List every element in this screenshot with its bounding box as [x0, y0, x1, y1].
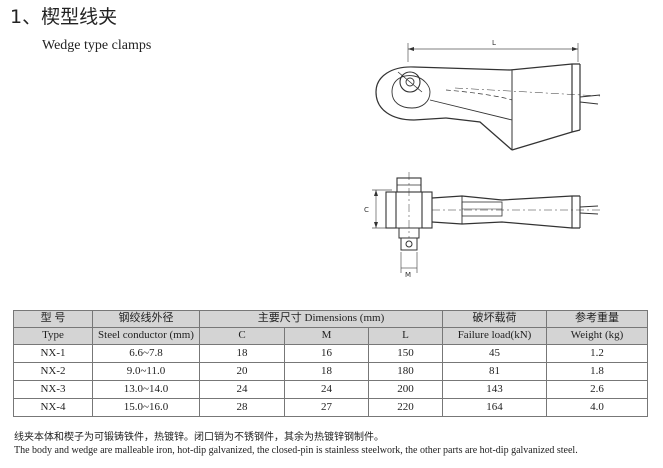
- page-subtitle: Wedge type clamps: [42, 38, 152, 53]
- specification-table: 型 号 钢绞线外径 主要尺寸 Dimensions (mm) 破坏载荷 参考重量…: [13, 310, 648, 417]
- top-view-drawing: [372, 172, 600, 273]
- cell-m: 18: [284, 362, 369, 381]
- header-dim-l: L: [368, 327, 443, 345]
- cell-l: 220: [368, 398, 443, 417]
- cell-conductor: 9.0~11.0: [92, 362, 200, 381]
- table-row: NX-2 9.0~11.0 20 18 180 81 1.8: [13, 362, 648, 381]
- dimension-label-m: M: [405, 271, 411, 279]
- cell-weight: 1.8: [546, 362, 648, 381]
- cell-m: 24: [284, 380, 369, 399]
- header-type-en: Type: [13, 327, 93, 345]
- dimension-label-l: L: [492, 39, 496, 47]
- cell-type: NX-2: [13, 362, 93, 381]
- cell-conductor: 15.0~16.0: [92, 398, 200, 417]
- page-title: 1、楔型线夹: [10, 6, 118, 28]
- header-conductor-en: Steel conductor (mm): [92, 327, 200, 345]
- header-type-cn: 型 号: [13, 310, 93, 328]
- header-dim-c: C: [199, 327, 285, 345]
- cell-load: 143: [442, 380, 547, 399]
- cell-conductor: 13.0~14.0: [92, 380, 200, 399]
- cell-l: 180: [368, 362, 443, 381]
- cell-type: NX-3: [13, 380, 93, 399]
- cell-m: 27: [284, 398, 369, 417]
- cell-m: 16: [284, 344, 369, 363]
- note-chinese: 线夹本体和楔子为可锻铸铁件，热镀锌。闭口销为不锈钢件，其余为热镀锌钢制件。: [14, 432, 384, 443]
- header-failure-cn: 破坏载荷: [442, 310, 547, 328]
- clamp-drawing: L C M: [364, 39, 601, 279]
- header-failure-en: Failure load(kN): [442, 327, 547, 345]
- cell-type: NX-1: [13, 344, 93, 363]
- cell-c: 24: [199, 380, 285, 399]
- cell-load: 81: [442, 362, 547, 381]
- side-view-drawing: [375, 43, 601, 151]
- dimension-label-c: C: [364, 206, 369, 214]
- header-dim-m: M: [284, 327, 369, 345]
- cell-weight: 1.2: [546, 344, 648, 363]
- table-row: NX-1 6.6~7.8 18 16 150 45 1.2: [13, 344, 648, 363]
- cell-c: 18: [199, 344, 285, 363]
- cell-c: 20: [199, 362, 285, 381]
- cell-weight: 4.0: [546, 398, 648, 417]
- cell-load: 164: [442, 398, 547, 417]
- cell-l: 200: [368, 380, 443, 399]
- cell-load: 45: [442, 344, 547, 363]
- cell-conductor: 6.6~7.8: [92, 344, 200, 363]
- cell-c: 28: [199, 398, 285, 417]
- table-row: NX-4 15.0~16.0 28 27 220 164 4.0: [13, 398, 648, 417]
- cell-weight: 2.6: [546, 380, 648, 399]
- header-weight-cn: 参考重量: [546, 310, 648, 328]
- header-conductor-cn: 钢绞线外径: [92, 310, 200, 328]
- note-english: The body and wedge are malleable iron, h…: [14, 445, 578, 456]
- cell-type: NX-4: [13, 398, 93, 417]
- header-dimensions: 主要尺寸 Dimensions (mm): [199, 310, 443, 328]
- cell-l: 150: [368, 344, 443, 363]
- header-weight-en: Weight (kg): [546, 327, 648, 345]
- table-row: NX-3 13.0~14.0 24 24 200 143 2.6: [13, 380, 648, 399]
